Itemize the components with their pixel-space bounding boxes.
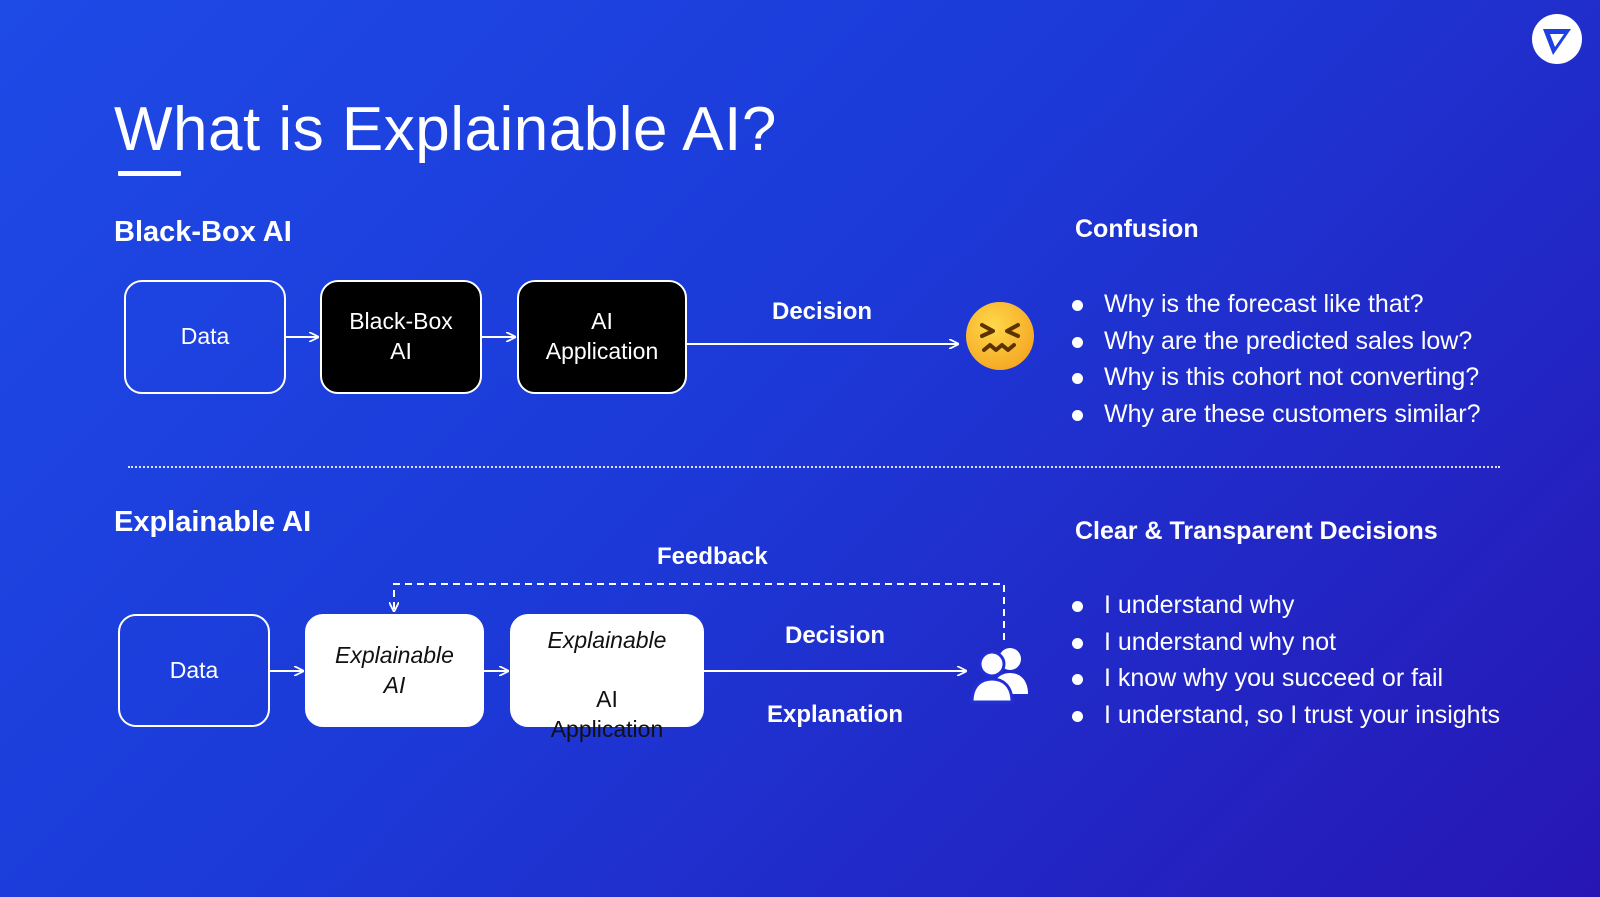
confusion-heading: Confusion <box>1075 215 1199 243</box>
list-item: Why is the forecast like that? <box>1070 286 1481 323</box>
xai-application-node: Explainable AI Application <box>510 614 704 742</box>
bb-black-box-ai-node: Black-Box AI <box>320 280 482 394</box>
clear-transparent-heading: Clear & Transparent Decisions <box>1075 517 1438 545</box>
xai-application-line-3: Application <box>550 716 664 743</box>
feedback-label: Feedback <box>657 543 768 570</box>
confusion-list: Why is the forecast like that? Why are t… <box>1070 286 1481 433</box>
explanation-label: Explanation <box>767 701 904 728</box>
section-divider <box>128 466 1500 468</box>
bb-decision-label: Decision <box>772 298 873 325</box>
clear-transparent-list: I understand why I understand why not I … <box>1070 587 1500 734</box>
list-item: Why is this cohort not converting? <box>1070 359 1481 396</box>
explainable-heading: Explainable AI <box>114 506 312 538</box>
brand-logo-icon <box>1530 12 1584 66</box>
title-underline <box>118 171 181 176</box>
bb-data-node: Data <box>124 280 286 394</box>
users-icon <box>970 642 1032 704</box>
xai-application-line-1: Explainable <box>547 626 667 653</box>
list-item: Why are the predicted sales low? <box>1070 323 1481 360</box>
black-box-heading: Black-Box AI <box>114 216 292 248</box>
xai-decision-label: Decision <box>785 622 886 649</box>
xai-data-node: Data <box>118 614 270 727</box>
bb-ai-application-node: AI Application <box>517 280 687 394</box>
list-item: I know why you succeed or fail <box>1070 660 1500 697</box>
confounded-face-emoji-icon <box>964 300 1036 372</box>
slide-title: What is Explainable AI? <box>114 95 777 164</box>
list-item: I understand, so I trust your insights <box>1070 697 1500 734</box>
list-item: I understand why <box>1070 587 1500 624</box>
list-item: Why are these customers similar? <box>1070 396 1481 433</box>
xai-explainable-ai-node: Explainable AI <box>305 614 484 727</box>
feedback-loop-arrow <box>394 583 1005 640</box>
list-item: I understand why not <box>1070 624 1500 661</box>
xai-application-line-2: AI <box>596 686 618 713</box>
